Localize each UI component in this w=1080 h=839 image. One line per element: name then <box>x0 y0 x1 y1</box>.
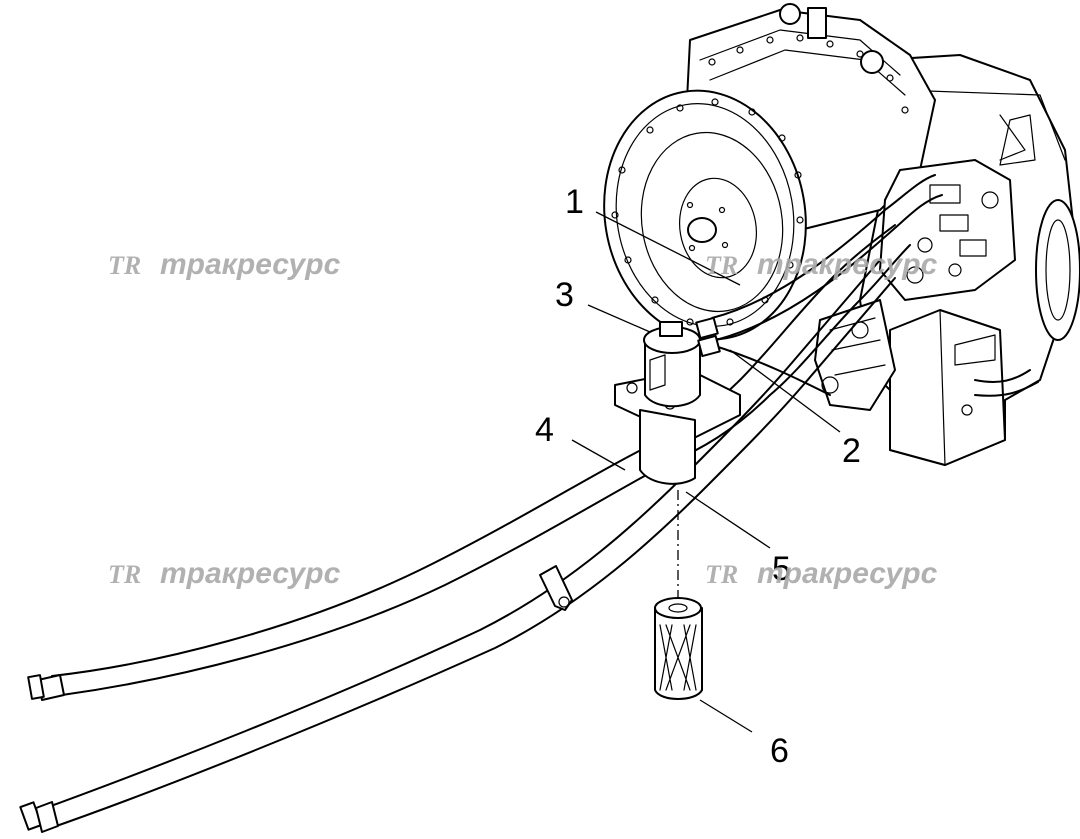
watermark-4: TR тракресурс <box>705 557 938 590</box>
leader-5 <box>685 491 771 549</box>
callout-1: 1 <box>565 183 584 221</box>
callout-4: 4 <box>535 411 554 449</box>
watermark-text: тракресурс <box>757 248 938 281</box>
watermark-1: TR тракресурс <box>108 248 341 281</box>
leader-3 <box>587 304 651 333</box>
watermark-text: тракресурс <box>160 248 341 281</box>
leader-lines <box>571 211 841 733</box>
callout-3: 3 <box>555 276 574 314</box>
callout-2: 2 <box>842 432 861 470</box>
leader-6 <box>699 699 753 733</box>
leader-1 <box>595 211 741 286</box>
watermark-text: тракресурс <box>757 557 938 590</box>
leader-4 <box>571 439 626 471</box>
watermark-logo: TR <box>108 560 141 589</box>
filter-head-3 <box>614 316 741 485</box>
leader-2 <box>729 349 841 433</box>
watermark-3: TR тракресурс <box>108 557 341 590</box>
watermark-logo: TR <box>705 251 738 280</box>
watermark-logo: TR <box>705 560 738 589</box>
hose-1 <box>711 174 943 341</box>
transmission-assembly <box>603 3 1080 466</box>
callout-5: 5 <box>772 550 791 588</box>
hose-2 <box>711 344 831 396</box>
hose-4 <box>27 224 911 701</box>
watermark-2: TR тракресурс <box>705 248 938 281</box>
callout-6: 6 <box>770 732 789 770</box>
hose-5 <box>19 259 896 833</box>
filter-element-6 <box>654 490 703 700</box>
watermark-logo: TR <box>108 251 141 280</box>
watermark-text: тракресурс <box>160 557 341 590</box>
